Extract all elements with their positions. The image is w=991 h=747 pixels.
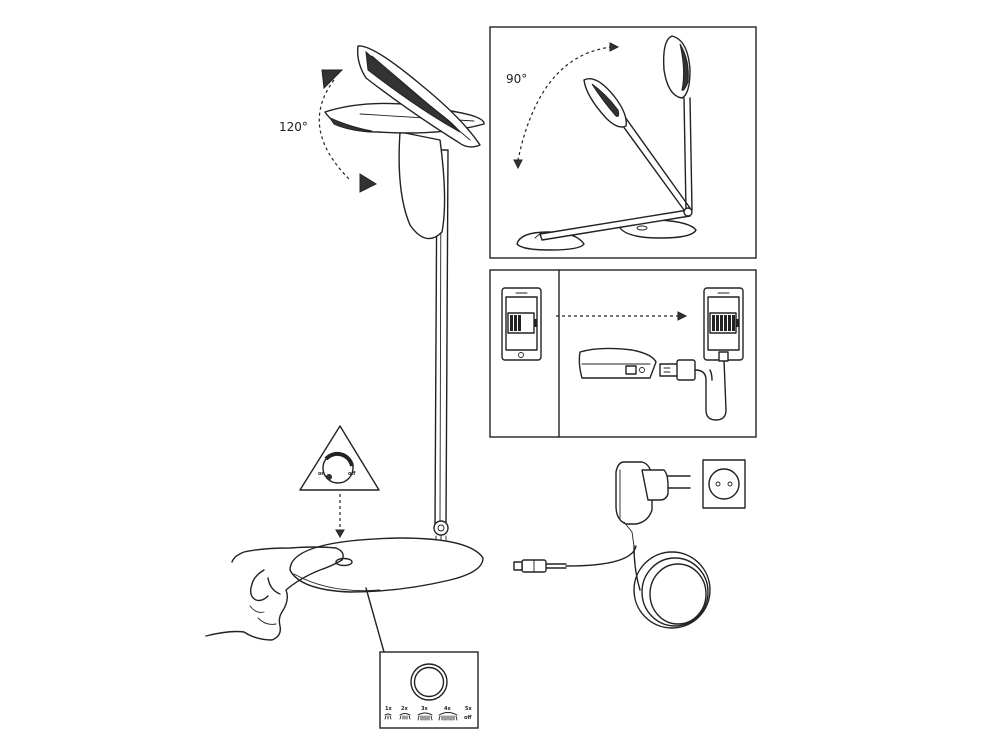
panel-frame	[489, 26, 757, 259]
power-adapter	[513, 459, 746, 629]
phone-low-battery-icon	[501, 287, 542, 361]
usb-charging-panel	[489, 269, 757, 438]
warning-triangle-icon	[299, 425, 380, 491]
usb-cable	[694, 359, 727, 421]
lamp-diffuser	[398, 131, 446, 240]
level-off-label: off	[464, 715, 472, 721]
control-ring-inner	[413, 666, 445, 698]
control-ring-outer	[410, 663, 448, 701]
folding-arm-panel: 90°	[489, 26, 757, 259]
brightness-levels: 1x 2x 3x 4x 5x off	[384, 706, 472, 721]
power-dot-icon	[326, 474, 332, 480]
usb-port-icon	[625, 365, 637, 375]
level-label: 3x	[421, 706, 428, 712]
usb-cable-connector	[718, 351, 729, 362]
lamp-base-usb	[578, 347, 657, 379]
base-hinge	[433, 520, 449, 536]
level-label: 1x	[385, 706, 392, 712]
tilt-rotation-indicator: 120°	[279, 69, 378, 193]
usb-plug-icon	[659, 363, 679, 377]
control-panel-detail: 1x 2x 3x 4x 5x off	[365, 587, 479, 729]
level-label: 5x	[465, 706, 472, 712]
arm-hinge	[683, 207, 693, 217]
rotation-arrow-up-icon	[321, 69, 344, 90]
coiled-cable	[565, 545, 711, 629]
brightness-rays-icon	[417, 712, 433, 721]
wall-socket-icon	[702, 459, 746, 509]
arm-angle-label: 90°	[506, 72, 527, 86]
tilt-angle-label: 120°	[279, 120, 308, 134]
rotation-arrow-down-icon	[359, 173, 378, 193]
brightness-rays-icon	[438, 712, 458, 721]
level-label: 4x	[444, 706, 451, 712]
phone-full-battery-icon	[703, 287, 744, 361]
touch-switch-callout: on off	[299, 425, 380, 539]
level-label: 2x	[401, 706, 408, 712]
switch-on-label: on	[318, 471, 325, 477]
brightness-rays-icon	[399, 713, 411, 720]
lamp-base	[289, 537, 484, 593]
dc-barrel-plug-icon	[513, 559, 567, 573]
touch-button	[335, 557, 353, 567]
desk-lamp	[289, 45, 485, 593]
hand-icon	[205, 546, 344, 641]
brightness-rays-icon	[384, 713, 392, 720]
switch-off-label: off	[348, 471, 356, 477]
